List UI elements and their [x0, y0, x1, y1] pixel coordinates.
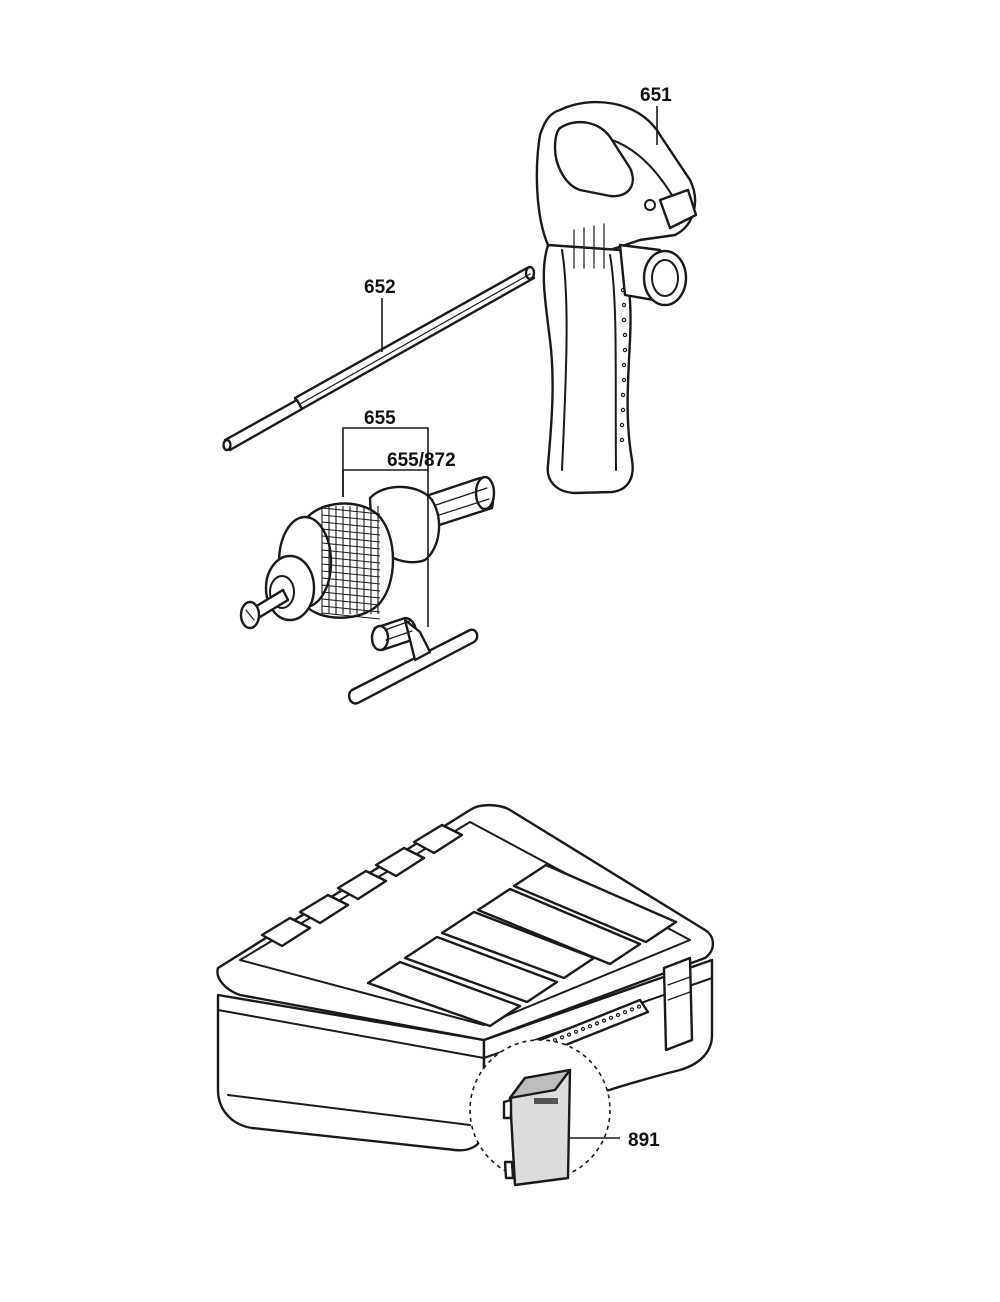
label-891: 891: [628, 1130, 660, 1151]
label-652: 652: [364, 277, 396, 298]
label-651: 651: [640, 85, 672, 106]
chuck-key: [347, 616, 479, 705]
grip-dots: [619, 287, 628, 443]
case-tag-callout: [469, 1039, 611, 1187]
leader-lines: [342, 106, 658, 1139]
sleeve-knurling: [321, 506, 381, 620]
lid-ribs-left: [260, 823, 464, 948]
depth-rod: [222, 265, 536, 452]
auxiliary-handle: [535, 100, 698, 495]
lid-channels: [366, 863, 678, 1028]
keyed-drill-chuck: [239, 475, 496, 630]
label-655: 655: [364, 408, 396, 429]
grip-ribs: [573, 223, 605, 269]
label-655-872: 655/872: [387, 450, 456, 471]
carrying-case: [216, 803, 715, 1152]
